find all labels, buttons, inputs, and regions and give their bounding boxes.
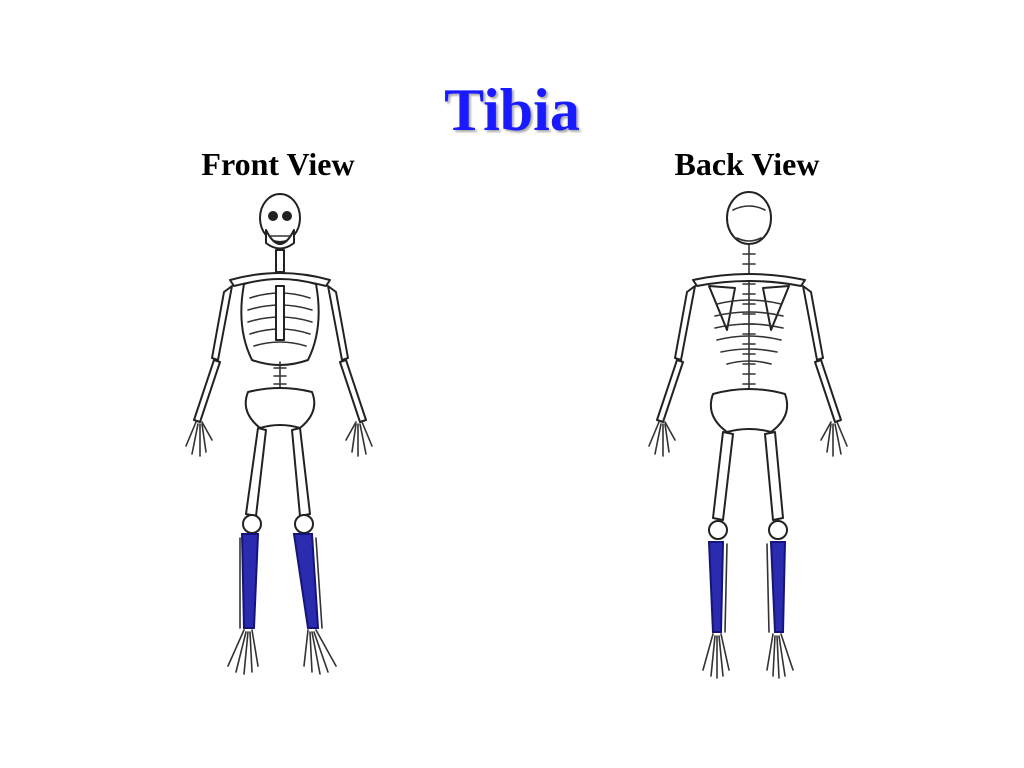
back-view-label: Back View [674,146,820,182]
back-right-tibia [769,541,787,633]
slide-title: Tibia [444,77,580,144]
back-left-tibia [707,541,725,633]
front-view-label: Front View [201,146,355,182]
front-right-tibia [292,533,320,629]
back-skeleton-illustration [617,188,877,693]
front-skeleton-illustration [148,188,408,693]
front-left-tibia [240,533,260,629]
